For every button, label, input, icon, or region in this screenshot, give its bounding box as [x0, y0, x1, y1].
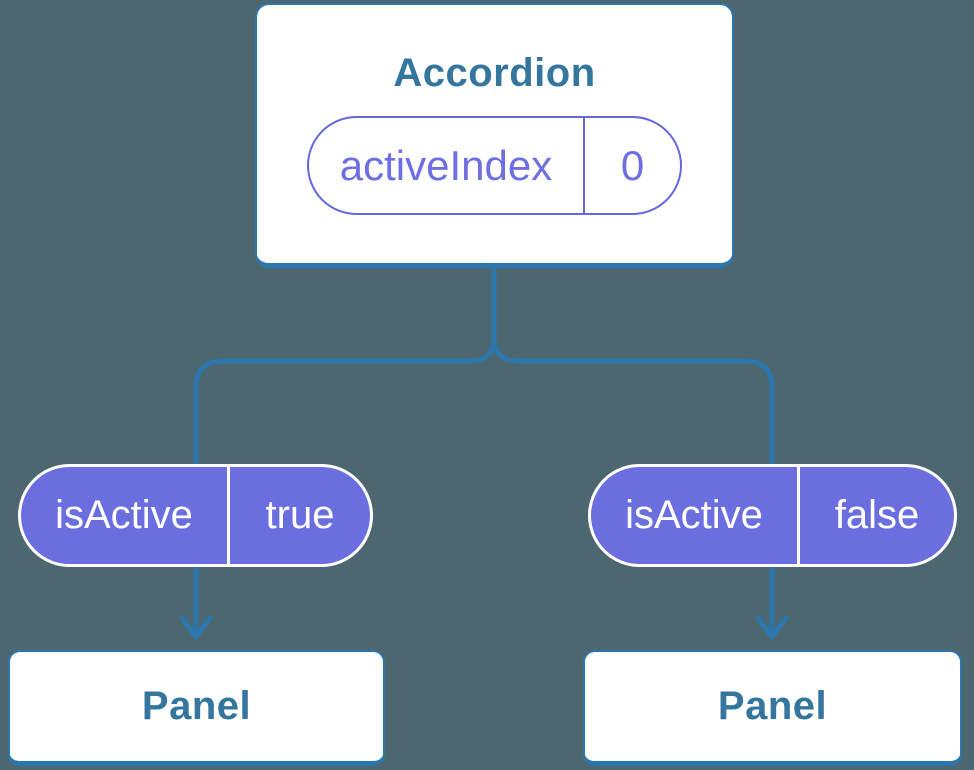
panel-card-right: Panel	[583, 650, 962, 766]
panel-title: Panel	[717, 684, 828, 728]
prop-name: isActive	[55, 493, 193, 537]
connector-left-branch	[193, 263, 497, 635]
panel-title: Panel	[141, 684, 252, 728]
state-pill-divider	[583, 118, 585, 213]
prop-pill-divider	[797, 467, 800, 564]
component-title: Accordion	[393, 51, 596, 95]
prop-pill-divider	[227, 467, 230, 564]
panel-card-left: Panel	[8, 650, 385, 766]
state-name: activeIndex	[339, 141, 553, 189]
prop-pill-right: isActive false	[588, 464, 957, 567]
prop-pill-left: isActive true	[18, 464, 373, 567]
state-value: 0	[620, 141, 645, 189]
accordion-component-card: Accordion activeIndex 0	[255, 3, 734, 268]
state-pill: activeIndex 0	[307, 116, 682, 215]
prop-value: false	[834, 493, 920, 537]
down-arrow-icon	[755, 615, 789, 640]
down-arrow-icon	[179, 615, 213, 640]
connector-right-branch	[491, 263, 775, 635]
prop-name: isActive	[625, 493, 763, 537]
prop-value: true	[265, 493, 335, 537]
